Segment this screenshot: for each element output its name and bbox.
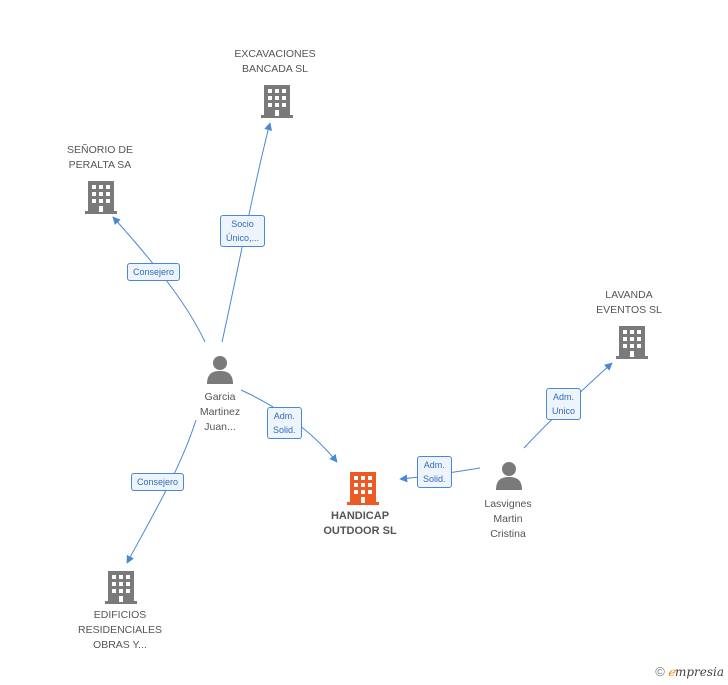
node-label-handicap[interactable]: HANDICAP OUTDOOR SL xyxy=(323,510,397,537)
node-label-edificios[interactable]: EDIFICIOS RESIDENCIALES OBRAS Y... xyxy=(77,609,163,651)
node-label-lasvignes[interactable]: Lasvignes Martin Cristina xyxy=(484,498,532,540)
edge-label-consejero-edificios[interactable]: Consejero xyxy=(131,473,185,491)
node-label-excavaciones[interactable]: EXCAVACIONES BANCADA SL xyxy=(234,48,316,75)
building-icon[interactable] xyxy=(105,571,137,604)
edge-garcia-edificios xyxy=(126,419,197,564)
building-icon[interactable] xyxy=(261,85,293,118)
building-icon[interactable] xyxy=(347,472,379,505)
edge-garcia-senorio xyxy=(112,216,206,343)
brand-logo: ©ℯmpresia xyxy=(655,664,724,679)
person-icon[interactable] xyxy=(496,462,522,490)
copyright-symbol: © xyxy=(655,664,665,679)
edge-label-adm-solid-lasvignes[interactable]: Adm. Solid. xyxy=(417,456,452,488)
building-icon[interactable] xyxy=(85,181,117,214)
node-label-lavanda[interactable]: LAVANDA EVENTOS SL xyxy=(596,289,662,316)
edge-label-consejero-senorio[interactable]: Consejero xyxy=(127,263,181,281)
edge-label-adm-solid-garcia[interactable]: Adm. Solid. xyxy=(267,407,302,439)
building-icon[interactable] xyxy=(616,326,648,359)
brand-logo-word: mpresia xyxy=(674,665,724,679)
brand-logo-e: ℯ xyxy=(667,665,675,679)
node-label-senorio[interactable]: SEÑORIO DE PERALTA SA xyxy=(67,144,133,171)
person-icon[interactable] xyxy=(207,356,233,384)
edge-label-socio-excavaciones[interactable]: Socio Único,... xyxy=(220,215,266,247)
node-label-garcia[interactable]: Garcia Martinez Juan... xyxy=(199,391,241,433)
edge-label-adm-unico-lavanda[interactable]: Adm. Unico xyxy=(546,388,582,420)
